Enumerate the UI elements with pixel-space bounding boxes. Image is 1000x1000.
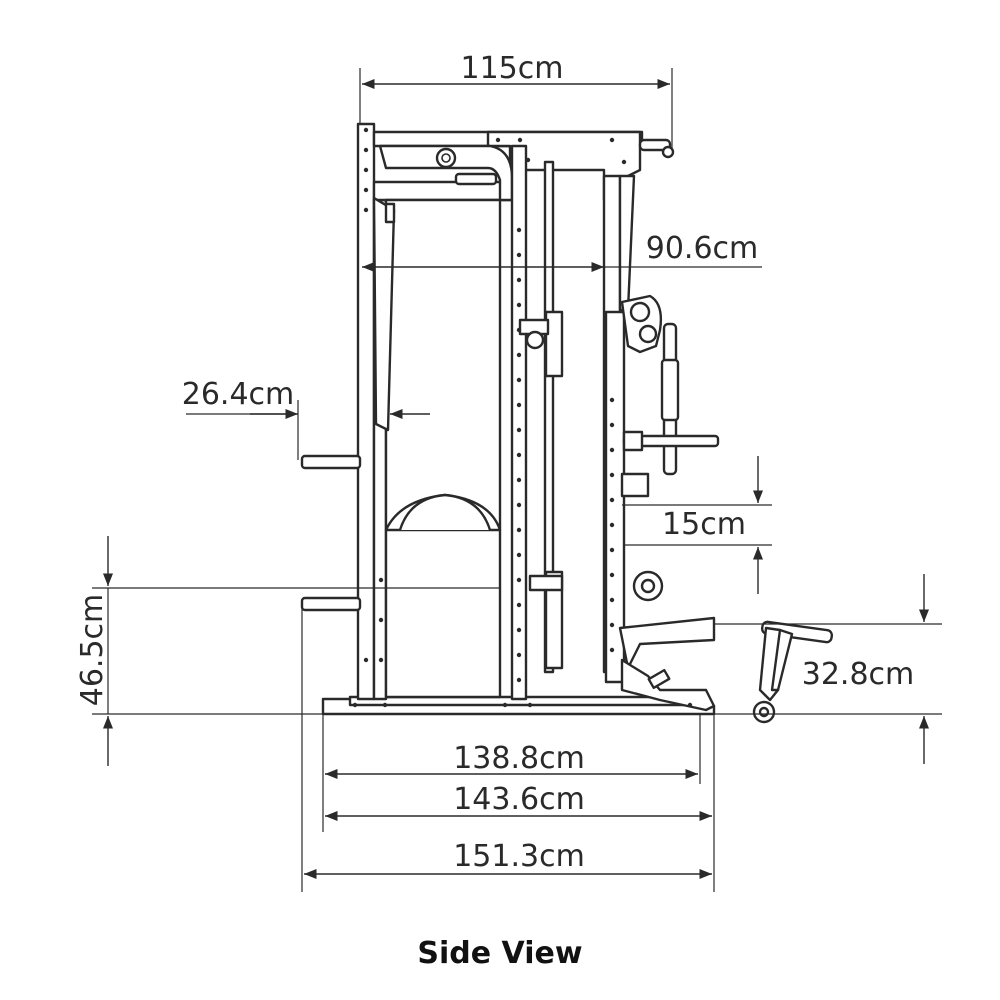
- label-post-offset: 26.4cm: [182, 377, 295, 412]
- peg-left-lower: [300, 596, 362, 612]
- pulley-block: [454, 172, 498, 186]
- smith-hook: [525, 330, 545, 350]
- label-inner-depth: 90.6cm: [646, 231, 759, 266]
- pull-up-bar-end: [638, 138, 672, 152]
- weight-shroud: [384, 198, 502, 532]
- peg-right-lower: [620, 472, 650, 498]
- label-top-width: 115cm: [461, 51, 564, 86]
- dim-step: 15cm: [622, 456, 772, 594]
- plate-disc-hub: [640, 578, 656, 594]
- foot-attachment: [752, 620, 834, 724]
- dim-post-offset: 26.4cm: [182, 377, 430, 460]
- label-foot-height: 32.8cm: [802, 657, 915, 692]
- dim-lower-height: 46.5cm: [75, 536, 500, 766]
- smith-carriage-bottom: [544, 570, 564, 670]
- dim-inner-depth: 90.6cm: [362, 231, 762, 273]
- label-base-inner: 138.8cm: [453, 741, 585, 776]
- handle-grip: [660, 358, 680, 422]
- label-base-mid: 143.6cm: [453, 782, 585, 817]
- pulley-right: [629, 301, 651, 323]
- dim-base: 138.8cm 143.6cm 151.3cm: [301, 604, 715, 892]
- bolt-holes: [352, 127, 693, 708]
- cable-arm-clip: [384, 202, 396, 224]
- top-pulley: [435, 147, 457, 169]
- top-pulley-hub: [441, 153, 451, 163]
- smith-rail-left: [543, 160, 555, 674]
- angled-support: [618, 174, 636, 312]
- peg-left-upper: [300, 454, 362, 470]
- label-lower-height: 46.5cm: [75, 594, 110, 707]
- rear-upright-right: [604, 310, 626, 684]
- machine-outline: [300, 122, 834, 724]
- foot-roller-hub: [758, 706, 770, 718]
- label-base-total: 151.3cm: [453, 839, 585, 874]
- pulley-right-2: [638, 324, 658, 344]
- foot-frame-2: [770, 628, 794, 692]
- middle-upright: [510, 144, 528, 701]
- weight-shroud-lower: [384, 528, 502, 699]
- smith-carriage-top: [544, 310, 564, 378]
- peg-right-upper-cap: [622, 430, 644, 452]
- smith-clamp-bottom: [528, 574, 564, 592]
- foot-bar: [760, 620, 834, 644]
- label-step: 15cm: [662, 507, 746, 542]
- lever-clip: [647, 668, 671, 690]
- dim-top-width: 115cm: [359, 51, 673, 150]
- diagram-caption: Side View: [417, 936, 583, 971]
- dim-foot-height: 32.8cm: [714, 574, 942, 764]
- shroud-arch: [398, 493, 492, 531]
- pull-up-knob: [661, 145, 675, 159]
- lower-arm: [618, 616, 716, 670]
